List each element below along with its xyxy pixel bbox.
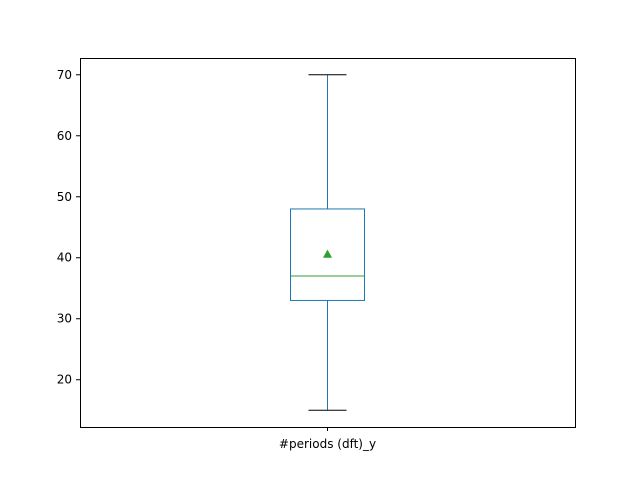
mean-marker — [323, 249, 332, 258]
y-tick-label: 50 — [57, 190, 72, 204]
y-tick-label: 40 — [57, 251, 72, 265]
box-plot-marks — [290, 74, 365, 411]
y-tick-label: 70 — [57, 68, 72, 82]
y-tick-label: 20 — [57, 373, 72, 387]
y-tick-label: 30 — [57, 312, 72, 326]
axes: #periods (dft)_y 20 30 40 50 60 70 — [57, 68, 376, 451]
x-tick-label: #periods (dft)_y — [279, 437, 376, 451]
interquartile-box — [290, 208, 365, 301]
y-tick-label: 60 — [57, 129, 72, 143]
